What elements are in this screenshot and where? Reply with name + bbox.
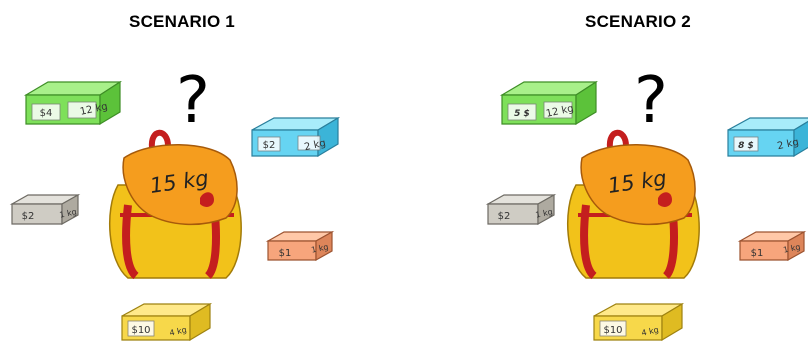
item-value-label: $10 [603, 325, 622, 336]
item-value-label: $2 [22, 211, 35, 222]
item-value-label: $4 [40, 108, 53, 119]
item-value-label: 5 $ [514, 109, 530, 119]
item-value-label: $2 [498, 211, 511, 222]
item-box-gray: $2 1 kg [12, 195, 78, 224]
item-box-green: $4 12 kg [26, 82, 120, 124]
item-value-label: $2 [263, 140, 276, 151]
item-box-green: 5 $ 12 kg [502, 82, 596, 124]
knapsack-icon: 15 kg [568, 133, 699, 278]
item-value-label: $1 [751, 248, 764, 259]
item-box-yellow: $10 4 kg [594, 304, 682, 340]
question-mark: ? [176, 64, 210, 138]
item-value-label: 8 $ [738, 141, 754, 151]
scenario-2-diagram: ? 15 kg 5 $ 12 kg 8 $ [404, 0, 808, 350]
item-value-label: $1 [279, 248, 292, 259]
item-box-yellow: $10 4 kg [122, 304, 210, 340]
scenario-2-panel: SCENARIO 2 ? 15 kg 5 $ 12 kg [404, 0, 808, 350]
item-box-blue: $2 2 kg [252, 118, 338, 156]
knapsack-icon: 15 kg [110, 133, 241, 278]
scenario-1-diagram: ? 15 kg $4 12 kg [0, 0, 404, 350]
question-mark: ? [634, 64, 668, 138]
item-value-label: $10 [131, 325, 150, 336]
item-box-orange: $1 1 kg [740, 232, 804, 260]
scenario-1-panel: SCENARIO 1 ? 15 kg $4 12 kg [0, 0, 404, 350]
item-box-blue: 8 $ 2 kg [728, 118, 808, 156]
item-box-orange: $1 1 kg [268, 232, 332, 260]
item-box-gray: $2 1 kg [488, 195, 554, 224]
